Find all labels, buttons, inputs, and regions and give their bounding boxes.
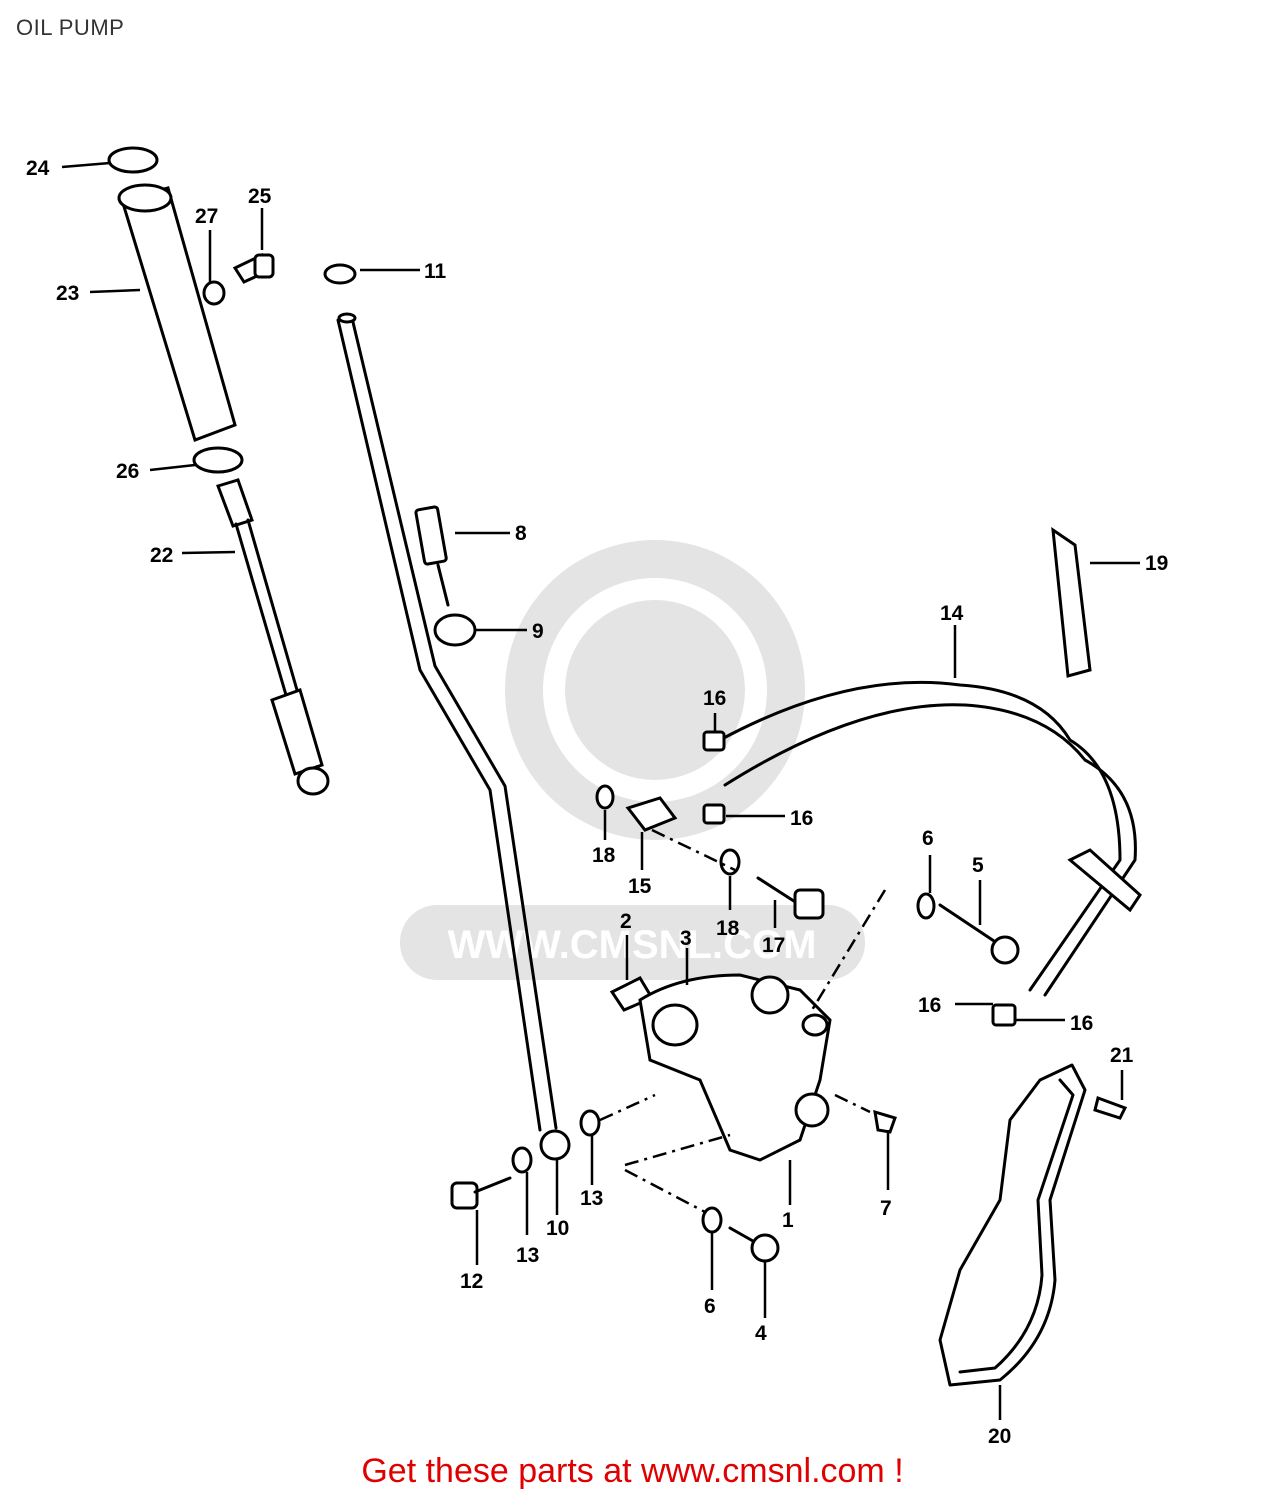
watermark-text: WWW.CMSNL.COM (448, 923, 817, 967)
callout-19: 19 (1145, 552, 1168, 575)
callout-3: 3 (680, 927, 692, 950)
part-23-housing (117, 183, 237, 442)
callout-13-right: 13 (580, 1187, 603, 1210)
alignment-line (810, 889, 887, 1011)
part-18-washer (595, 784, 615, 810)
part-18-washer (719, 848, 741, 876)
callout-1: 1 (782, 1209, 794, 1232)
part-15-banjo (625, 796, 678, 832)
callout-27: 27 (195, 205, 218, 228)
callout-9: 9 (532, 620, 544, 643)
leader-lines (61, 161, 1140, 1420)
part-16-nut (991, 1003, 1017, 1027)
part-9-nut (433, 613, 477, 647)
part-27-washer (202, 280, 226, 306)
page-title: OIL PUMP (16, 15, 125, 40)
callout-11: 11 (424, 260, 447, 283)
part-19-bracket (1051, 526, 1092, 678)
part-3-pump-body (638, 973, 832, 1162)
part-12-bolt (450, 1176, 512, 1210)
callout-22: 22 (150, 544, 173, 567)
callout-2: 2 (620, 910, 632, 933)
callout-18-right: 18 (716, 917, 740, 940)
part-7-screw (873, 1109, 897, 1134)
part-17-bolt (756, 876, 825, 920)
callout-16-top: 16 (703, 687, 726, 710)
part-21-screw (1093, 1096, 1128, 1120)
part-11-clip (323, 263, 357, 285)
part-5-bolt (938, 903, 1020, 965)
part-20-cover (938, 1063, 1087, 1387)
callout-16-mid: 16 (790, 807, 813, 830)
part-26-washer (192, 446, 244, 474)
callout-10: 10 (546, 1217, 569, 1240)
part-16-nut (702, 730, 726, 752)
part-13-washer (511, 1146, 533, 1174)
alignment-line (834, 1093, 871, 1114)
callout-5: 5 (972, 854, 984, 877)
part-22-shaft (216, 478, 330, 796)
alignment-line (599, 1093, 656, 1122)
callout-labels: 1 2 3 4 5 6 6 7 8 9 10 11 12 13 13 14 15… (26, 157, 1168, 1448)
callout-16-right: 16 (1070, 1012, 1093, 1035)
callout-18-left: 18 (592, 844, 616, 867)
callout-16-left: 16 (918, 994, 941, 1017)
callout-26: 26 (116, 460, 139, 483)
callout-4: 4 (755, 1322, 767, 1345)
part-14-pipes (718, 680, 1142, 997)
alignment-line (651, 828, 736, 872)
part-6-washer (916, 892, 936, 920)
callout-21: 21 (1110, 1044, 1134, 1067)
part-10-pipe (336, 312, 571, 1161)
part-25-bolt (232, 253, 275, 284)
footer-link[interactable]: Get these parts at www.cmsnl.com ! (361, 1452, 904, 1490)
part-24-oring (107, 146, 159, 174)
alignment-line (624, 1168, 706, 1214)
callout-14: 14 (940, 602, 964, 625)
callout-12: 12 (460, 1270, 483, 1293)
callout-24: 24 (26, 157, 50, 180)
part-4-bolt (728, 1226, 780, 1263)
callout-15: 15 (628, 875, 652, 898)
callout-8: 8 (515, 522, 527, 545)
callout-7: 7 (880, 1197, 892, 1220)
part-13-washer (579, 1109, 601, 1137)
callout-25: 25 (248, 185, 272, 208)
callout-23: 23 (56, 282, 79, 305)
callout-6: 6 (922, 827, 934, 850)
part-8-stud (414, 505, 450, 607)
part-16-nut (702, 803, 726, 825)
callout-13: 13 (516, 1244, 539, 1267)
part-6-washer (701, 1206, 723, 1234)
callout-17: 17 (762, 934, 785, 957)
callout-20: 20 (988, 1425, 1011, 1448)
callout-6-lower: 6 (704, 1295, 716, 1318)
alignment-line (624, 1133, 731, 1167)
